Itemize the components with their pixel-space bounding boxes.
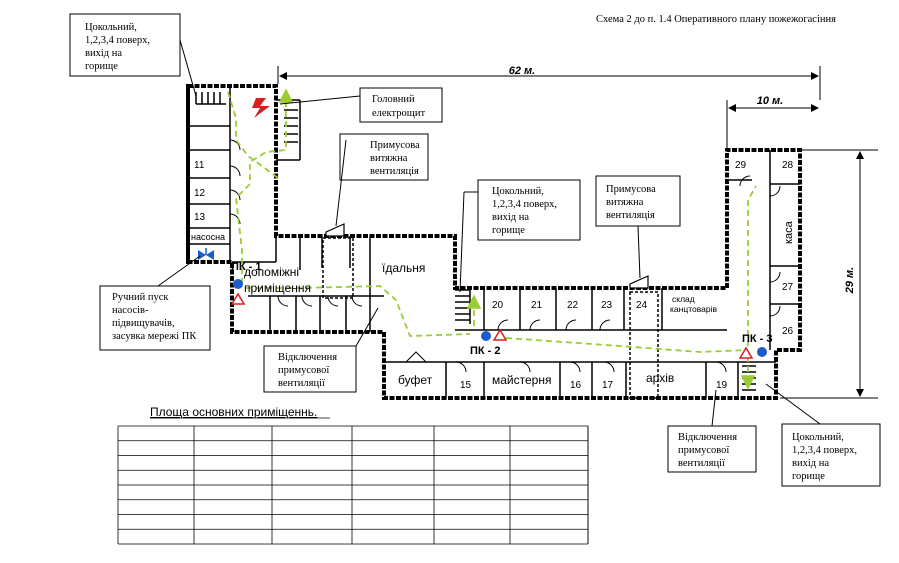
callout-pump-start: Ручний пуск насосів- підвищувачів, засув… xyxy=(99,255,211,351)
callout-line: вихід на xyxy=(492,212,529,223)
callout-line: насосів- xyxy=(112,305,149,316)
callout-line: вентиляція xyxy=(606,210,655,221)
callout-line: 1,2,3,4 поверх, xyxy=(792,445,857,456)
hydrant-pk3: ПК - 3 xyxy=(738,333,773,359)
room-27: 27 xyxy=(782,282,794,293)
room-11: 11 xyxy=(194,160,205,171)
room-26: 26 xyxy=(782,326,794,337)
callout-line: Примусова xyxy=(606,184,656,195)
dimension-width-right: 10 м. xyxy=(726,95,819,150)
hydrant-pk3-label: ПК - 3 xyxy=(742,333,773,345)
callout-vent-off-2: Відключення примусової вентиляції xyxy=(667,389,757,473)
room-12: 12 xyxy=(194,188,206,199)
room-20: 20 xyxy=(492,300,504,311)
vent-unit-2 xyxy=(629,275,649,289)
dimension-overall: 62 м. xyxy=(277,65,821,100)
warning-icon xyxy=(230,292,246,305)
callout-line: вентиляція xyxy=(370,166,419,177)
room-stationery-line1: склад xyxy=(672,294,695,304)
room-buffet: буфет xyxy=(398,373,433,387)
callout-line: вентиляції xyxy=(678,458,725,469)
extinguisher-icon xyxy=(757,347,767,357)
room-29: 29 xyxy=(735,160,747,171)
dimension-height-right: 29 м. xyxy=(780,149,878,399)
room-22: 22 xyxy=(567,300,579,311)
callout-line: підвищувачів, xyxy=(112,318,175,329)
valve-icon xyxy=(198,248,214,260)
electrical-panel-icon xyxy=(252,98,270,118)
hydrant-pk2-label: ПК - 2 xyxy=(470,345,501,357)
vent-unit-1 xyxy=(325,223,345,237)
room-16: 16 xyxy=(570,380,582,391)
callout-line: Примусова xyxy=(370,140,420,151)
callout-line: вихід на xyxy=(85,48,122,59)
table-title: Площа основних приміщеннь. xyxy=(150,405,317,419)
callout-line: горище xyxy=(85,61,118,72)
room-19: 19 xyxy=(716,380,728,391)
table-grid xyxy=(117,425,589,545)
warning-icon xyxy=(492,328,508,341)
room-aux-line2: приміщення xyxy=(244,281,311,295)
callout-line: Ручний пуск xyxy=(112,292,169,303)
callout-line: Цокольний, xyxy=(492,186,544,197)
building-walls xyxy=(186,84,802,400)
warning-icon xyxy=(738,346,754,359)
evacuation-routes xyxy=(227,88,757,390)
callout-vent-off-1: Відключення примусової вентиляції xyxy=(263,307,379,393)
room-aux-line1: допоміжні xyxy=(244,265,299,279)
callout-line: витяжна xyxy=(370,153,408,164)
callout-stair-top-left: Цокольний, 1,2,3,4 поверх, вихід на гори… xyxy=(69,13,197,97)
dimension-overall-label: 62 м. xyxy=(509,65,536,77)
callout-stair-middle: Цокольний, 1,2,3,4 поверх, вихід на гори… xyxy=(459,179,581,293)
callout-line: примусової xyxy=(678,445,729,456)
extinguisher-icon xyxy=(481,331,491,341)
callout-line: 1,2,3,4 поверх, xyxy=(85,35,150,46)
room-28: 28 xyxy=(782,160,794,171)
hydrant-pk2: ПК - 2 xyxy=(470,328,508,357)
extinguisher-icon xyxy=(233,279,243,289)
room-cash: каса xyxy=(783,220,795,244)
callout-line: вентиляції xyxy=(278,378,325,389)
callout-line: вихід на xyxy=(792,458,829,469)
area-table: Площа основних приміщеннь. xyxy=(117,405,589,545)
room-labels: 11 12 13 насосна допоміжні приміщення їд… xyxy=(191,160,795,391)
hydrant-pk1-label: ПК - 1 xyxy=(231,261,262,273)
room-15: 15 xyxy=(460,380,472,391)
room-13: 13 xyxy=(194,212,206,223)
callout-line: електрощит xyxy=(372,108,425,119)
callout-line: примусової xyxy=(278,365,329,376)
room-workshop: майстерня xyxy=(492,373,551,387)
room-24: 24 xyxy=(636,300,648,311)
callout-main-panel: Головний електрощит xyxy=(279,87,443,123)
callout-line: витяжна xyxy=(606,197,644,208)
room-23: 23 xyxy=(601,300,613,311)
room-pump: насосна xyxy=(191,232,225,242)
hydrant-pk1: ПК - 1 xyxy=(230,261,262,305)
door-swings xyxy=(229,139,781,373)
callout-line: 1,2,3,4 поверх, xyxy=(492,199,557,210)
callout-line: Цокольний, xyxy=(85,22,137,33)
callout-line: засувка мережі ПК xyxy=(112,331,197,342)
room-dining: їдальня xyxy=(381,261,425,275)
dimension-height-right-label: 29 м. xyxy=(844,267,856,295)
room-stationery-line2: канцтоварів xyxy=(670,304,717,314)
callout-line: Головний xyxy=(372,94,415,105)
callout-stair-bottom-right: Цокольний, 1,2,3,4 поверх, вихід на гори… xyxy=(765,383,881,487)
callout-forced-vent-2: Примусова витяжна вентиляція xyxy=(595,175,681,279)
room-17: 17 xyxy=(602,380,614,391)
callout-line: горище xyxy=(492,225,525,236)
room-archive: архів xyxy=(646,371,674,385)
callout-line: горище xyxy=(792,471,825,482)
dimension-width-right-label: 10 м. xyxy=(757,95,784,107)
callout-line: Відключення xyxy=(278,352,337,363)
header-title: Схема 2 до п. 1.4 Оперативного плану пож… xyxy=(596,14,836,25)
callout-line: Відключення xyxy=(678,432,737,443)
callout-line: Цокольний, xyxy=(792,432,844,443)
room-21: 21 xyxy=(531,300,543,311)
callout-forced-vent-1: Примусова витяжна вентиляція xyxy=(335,133,429,227)
